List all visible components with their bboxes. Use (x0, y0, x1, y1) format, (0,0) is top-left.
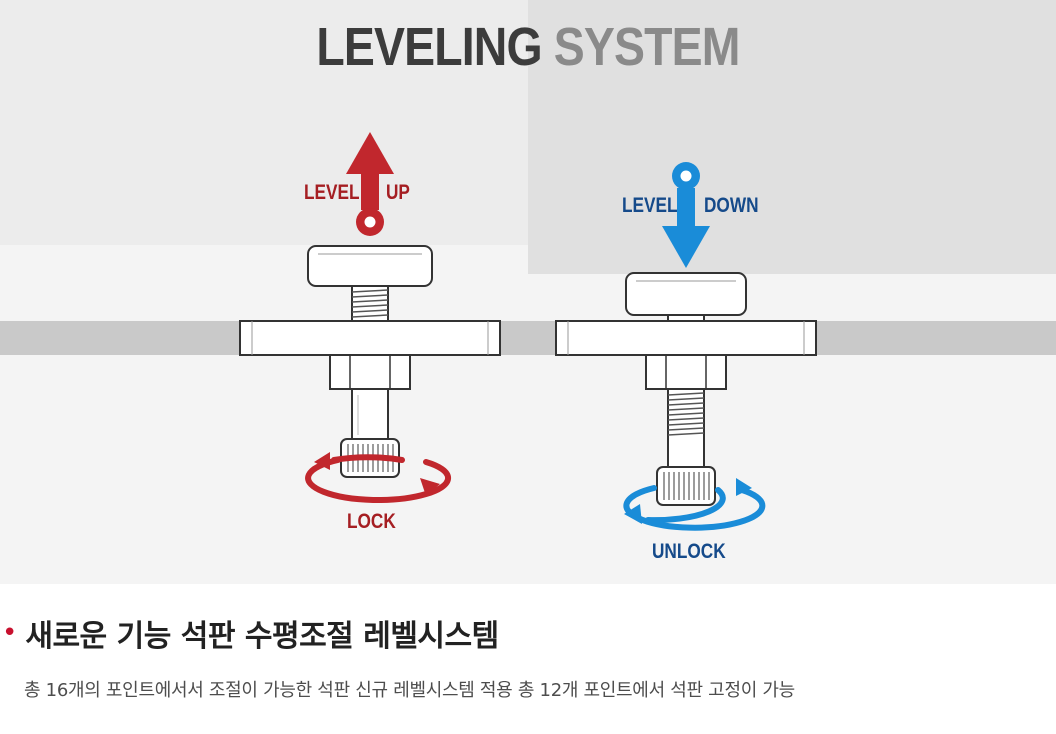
unlock-rotation-arrow-icon (623, 485, 766, 531)
section-heading: • 새로운 기능 석판 수평조절 레벨시스템 (2, 608, 499, 658)
unlock-label: UNLOCK (652, 540, 726, 563)
lock-label: LOCK (347, 510, 396, 533)
hex-nut (329, 354, 411, 390)
level-down-right-label: DOWN (704, 194, 759, 217)
leveler-knob (307, 245, 433, 287)
background-panel-left (0, 0, 528, 245)
mount-plate (555, 320, 817, 356)
bullet-icon: • (2, 618, 18, 648)
hex-nut (645, 354, 727, 390)
leveling-system-illustration: LEVELING SYSTEM LEVEL UP LOCK LEVEL DOWN… (0, 0, 1056, 584)
section-heading-text: 새로운 기능 석판 수평조절 레벨시스템 (25, 619, 499, 654)
hero-title: LEVELING SYSTEM (74, 16, 982, 78)
level-up-right-label: UP (386, 181, 410, 204)
rail-bar (0, 321, 1056, 355)
level-up-arrow-icon (346, 132, 394, 236)
mount-plate (239, 320, 501, 356)
hero-title-word-2: SYSTEM (553, 17, 741, 77)
lock-rotation-arrow-icon (305, 454, 452, 504)
unlock-knob (656, 466, 716, 506)
leveler-left (239, 245, 501, 478)
lower-shaft (351, 388, 389, 440)
hero-title-word-1: LEVELING (316, 17, 542, 77)
leveler-knob (625, 272, 747, 316)
level-down-arrow-icon (662, 162, 710, 268)
leveler-right (555, 272, 817, 506)
background-panel-right (528, 0, 1056, 274)
leveling-diagram (0, 0, 1056, 531)
level-down-left-label: LEVEL (622, 194, 678, 217)
section-description: 총 16개의 포인트에서서 조절이 가능한 석판 신규 레벨시스템 적용 총 1… (24, 680, 795, 701)
level-up-left-label: LEVEL (304, 181, 360, 204)
